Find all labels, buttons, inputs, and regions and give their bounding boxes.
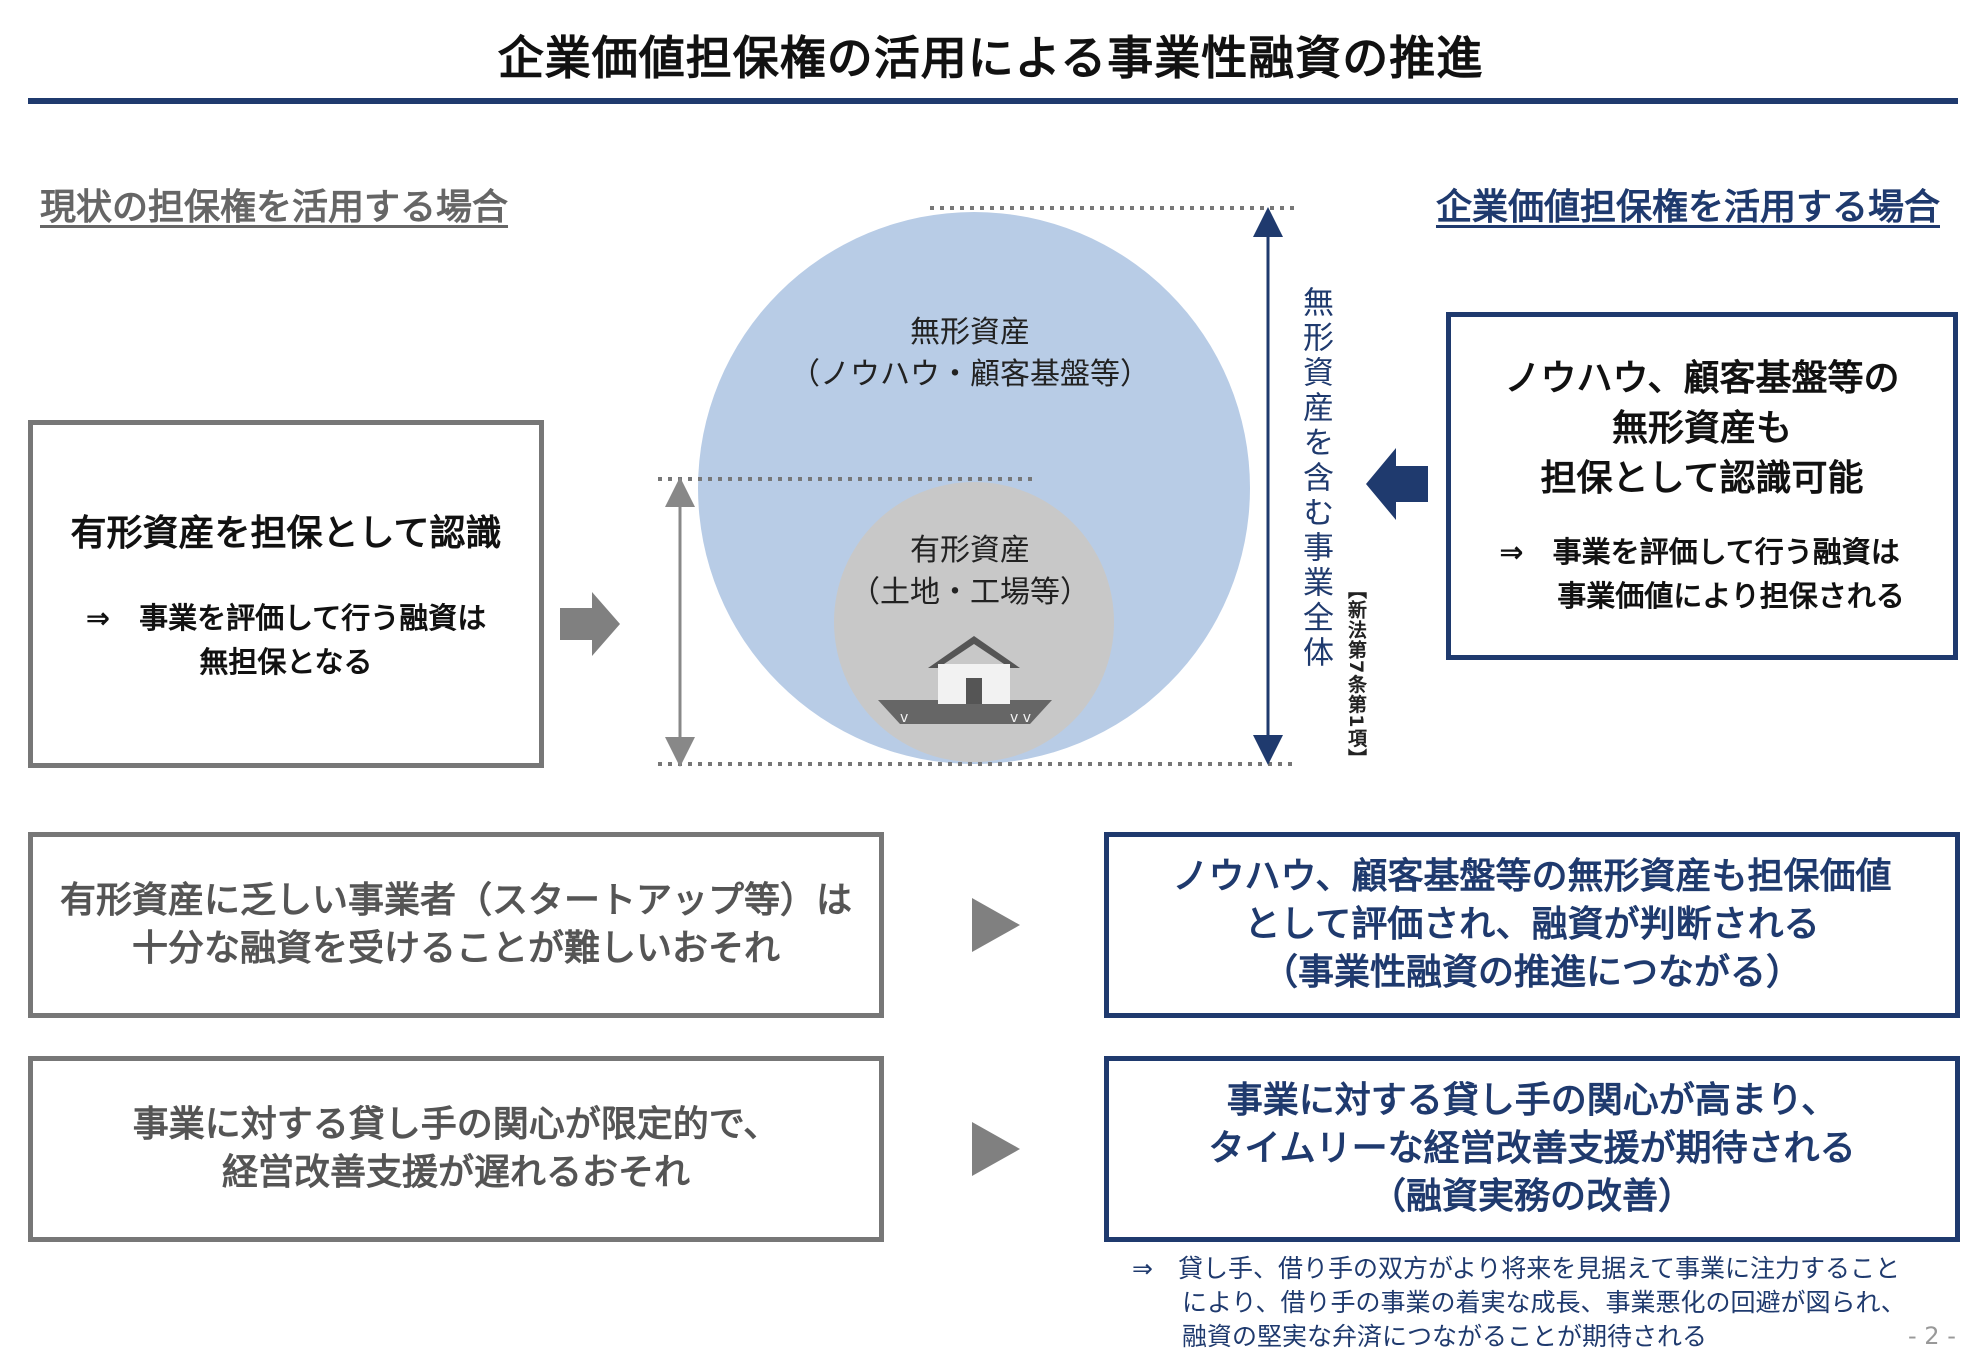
ev-title-line3: 担保として認識可能 <box>1540 458 1864 499</box>
svg-text:v: v <box>900 710 908 726</box>
intangible-asset-examples: （ノウハウ・顧客基盤等） <box>790 357 1150 392</box>
page-title: 企業価値担保権の活用による事業性融資の推進 <box>497 31 1484 85</box>
current-note-line1: ⇒ 事業を評価して行う融資は <box>85 601 487 635</box>
ev-title-line2: 無形資産も <box>1611 408 1792 449</box>
current-collateral-box: 有形資産を担保として認識 ⇒ 事業を評価して行う融資は 無担保となる <box>28 420 544 768</box>
row1-new-effect: ノウハウ、顧客基盤等の無形資産も担保価値 として評価され、融資が判断される （事… <box>1104 832 1960 1018</box>
title-rule <box>28 98 1958 104</box>
house-icon: v v v <box>878 636 1052 726</box>
enterprise-value-note: ⇒ 事業を評価して行う融資は 事業価値により担保される <box>1499 530 1904 618</box>
intangible-asset-label: 無形資産 （ノウハウ・顧客基盤等） <box>770 312 1170 396</box>
row1-arrow-icon <box>972 898 1020 952</box>
current-note-line2: 無担保となる <box>199 645 373 679</box>
row1-right-line2: として評価され、融資が判断される <box>1244 904 1820 945</box>
footnote-line1: ⇒ 貸し手、借り手の双方がより将来を見据えて事業に注力すること <box>1132 1254 1900 1283</box>
row2-arrow-icon <box>972 1122 1020 1176</box>
ev-title-line1: ノウハウ、顧客基盤等の <box>1504 358 1900 399</box>
tangible-asset-circle <box>834 482 1114 762</box>
right-section-heading: 企業価値担保権を活用する場合 <box>1435 187 1940 228</box>
right-arrow-icon <box>560 592 620 656</box>
business-whole-label: 無形資産を含む事業全体 <box>1297 286 1333 671</box>
row1-right-line3: （事業性融資の推進につながる） <box>1261 952 1802 993</box>
svg-text:v v: v v <box>1010 710 1031 726</box>
row2-right-line3: （融資実務の改善） <box>1369 1176 1694 1217</box>
enterprise-value-box: ノウハウ、顧客基盤等の 無形資産も 担保として認識可能 ⇒ 事業を評価して行う融… <box>1446 312 1958 660</box>
row2-right-line2: タイムリーな経営改善支援が期待される <box>1208 1128 1856 1169</box>
law-reference: 【新法第7条第1項】 <box>1345 580 1367 769</box>
page-number: - 2 - <box>1908 1322 1956 1350</box>
current-collateral-note: ⇒ 事業を評価して行う融資は 無担保となる <box>86 596 486 684</box>
intangible-asset-name: 無形資産 <box>910 315 1030 350</box>
tangible-asset-examples: （土地・工場等） <box>850 575 1090 610</box>
row2-left-line1: 事業に対する貸し手の関心が限定的で、 <box>132 1104 780 1145</box>
row2-current-issue: 事業に対する貸し手の関心が限定的で、 経営改善支援が遅れるおそれ <box>28 1056 884 1242</box>
ev-note-line1: ⇒ 事業を評価して行う融資は <box>1499 535 1900 569</box>
footnote: ⇒ 貸し手、借り手の双方がより将来を見据えて事業に注力すること により、借り手の… <box>1132 1252 1962 1354</box>
footnote-line2: により、借り手の事業の着実な成長、事業悪化の回避が図られ、 <box>1182 1288 1906 1317</box>
tangible-asset-name: 有形資産 <box>910 533 1030 568</box>
left-arrow-icon <box>1366 448 1428 520</box>
row2-left-line2: 経営改善支援が遅れるおそれ <box>221 1152 690 1193</box>
ev-note-line2: 事業価値により担保される <box>1557 579 1905 613</box>
tangible-asset-label: 有形資産 （土地・工場等） <box>810 530 1130 614</box>
row1-current-issue: 有形資産に乏しい事業者（スタートアップ等）は 十分な融資を受けることが難しいおそ… <box>28 832 884 1018</box>
current-collateral-title: 有形資産を担保として認識 <box>70 513 502 554</box>
row1-left-line1: 有形資産に乏しい事業者（スタートアップ等）は <box>59 880 852 921</box>
footnote-line3: 融資の堅実な弁済につながることが期待される <box>1182 1322 1708 1351</box>
left-section-heading: 現状の担保権を活用する場合 <box>40 187 509 228</box>
enterprise-value-title: ノウハウ、顧客基盤等の 無形資産も 担保として認識可能 <box>1505 354 1900 504</box>
row1-left-line2: 十分な融資を受けることが難しいおそれ <box>131 928 780 969</box>
row2-right-line1: 事業に対する貸し手の関心が高まり、 <box>1226 1080 1838 1121</box>
row1-right-line1: ノウハウ、顧客基盤等の無形資産も担保価値 <box>1172 856 1892 897</box>
row2-new-effect: 事業に対する貸し手の関心が高まり、 タイムリーな経営改善支援が期待される （融資… <box>1104 1056 1960 1242</box>
